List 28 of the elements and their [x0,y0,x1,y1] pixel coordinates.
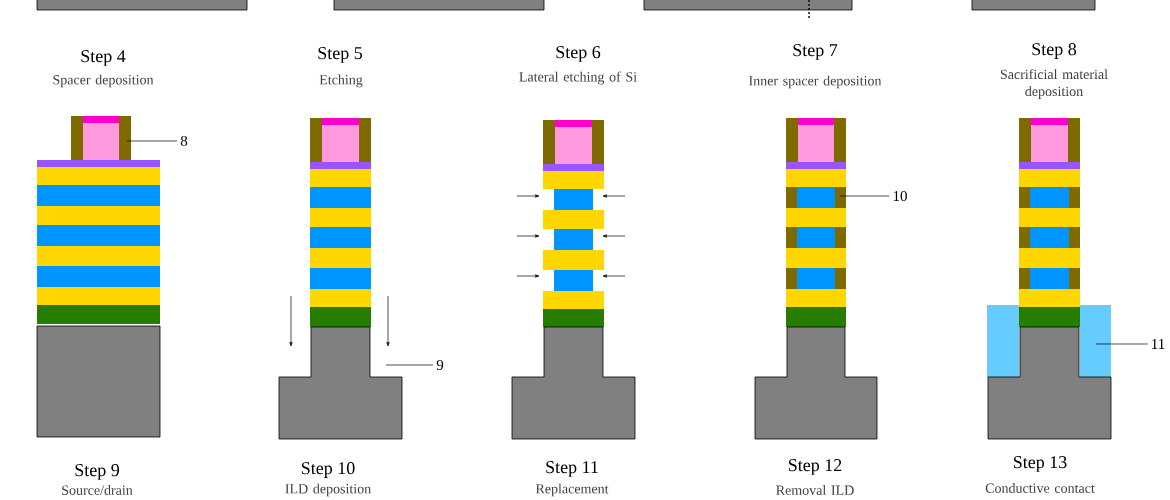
step-title: Step 13 [1013,456,1067,472]
step-title: Step 6 [556,46,601,62]
leader-line [385,364,434,366]
step-description: Source/drain [62,485,133,495]
step-description: ILD deposition [285,483,371,497]
step-description: Spacer deposition [53,74,154,88]
leader-line [839,195,890,197]
step-title: Step 8 [1032,43,1077,59]
step-title: Step 4 [81,50,126,66]
callout-number: 11 [1152,339,1165,349]
step-description: Removal ILD [776,485,854,495]
leader-line [1095,343,1148,345]
step-title: Step 9 [75,464,120,480]
step-title: Step 12 [788,459,842,475]
callout-number: 10 [893,190,907,202]
step-description: Replacement [535,483,609,497]
step-description: Sacrificial material deposition [1000,69,1108,99]
step-title: Step 7 [793,44,838,60]
step-title: Step 11 [546,461,598,477]
leader-line [126,140,178,142]
callout-number: 9 [436,359,444,371]
step-description: Inner spacer deposition [749,75,882,89]
step-title: Step 5 [318,47,363,63]
step-description: Etching [319,74,363,88]
callout-number: 8 [180,135,188,147]
step-title: Step 10 [301,462,355,478]
step-description: Conductive contact [985,483,1095,493]
step-description: Lateral etching of Si [519,71,637,85]
